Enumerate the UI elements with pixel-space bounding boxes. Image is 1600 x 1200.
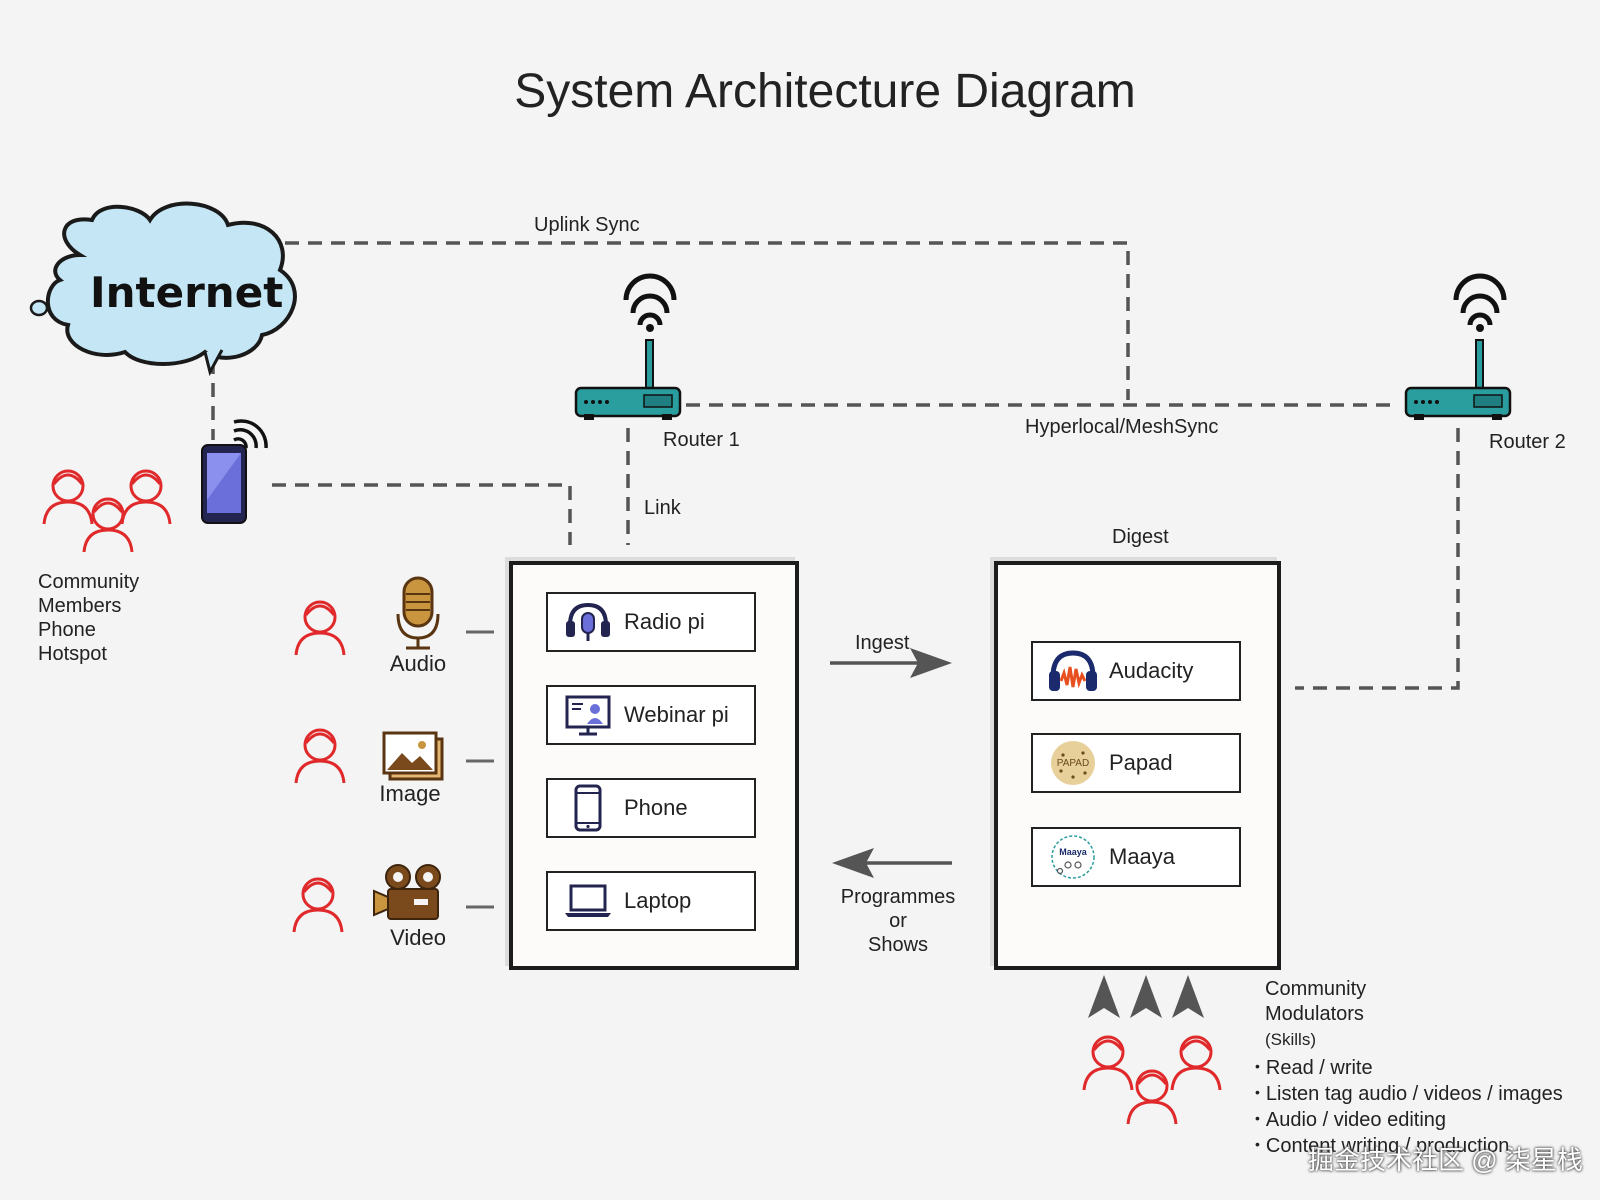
- programmes-label-line: Shows: [867, 934, 929, 956]
- media-connectors: [466, 630, 494, 909]
- programmes-arrow: [832, 848, 952, 878]
- digest-label: Digest: [1112, 526, 1169, 548]
- skills-label: (Skills): [1265, 1030, 1316, 1049]
- image-label: Image: [379, 781, 441, 806]
- device-radio-pi[interactable]: Radio pi: [546, 592, 756, 652]
- tools-panel: Audacity PAPAD Papad Maaya Maaya: [994, 561, 1281, 970]
- tool-audacity[interactable]: Audacity: [1031, 641, 1241, 701]
- video-label: Video: [390, 925, 446, 950]
- phone-icon: [560, 784, 616, 832]
- modulator-up-arrows: [1088, 975, 1204, 1018]
- hotspot-phone-icon: [201, 419, 268, 524]
- papad-logo-text: PAPAD: [1057, 758, 1089, 769]
- tool-maaya[interactable]: Maaya Maaya: [1031, 827, 1241, 887]
- webinar-screen-icon: [560, 694, 616, 736]
- maaya-logo-text: Maaya: [1059, 847, 1088, 857]
- tool-label: Audacity: [1109, 658, 1194, 683]
- hotspot-label: Community Members Phone Hotspot: [38, 570, 139, 666]
- programmes-label: Programmes or Shows: [840, 885, 956, 957]
- devices-panel: Radio pi Webinar pi Phone: [509, 561, 799, 970]
- router1-icon: [574, 273, 682, 420]
- device-label: Laptop: [624, 888, 692, 913]
- skill-item: Read / write: [1255, 1056, 1563, 1082]
- router1-label: Router 1: [663, 429, 740, 451]
- community-modulators-icon: [1082, 1035, 1222, 1126]
- skill-item: Content writing / production: [1255, 1134, 1563, 1160]
- image-contributor-icon: [294, 728, 346, 785]
- router2-icon: [1404, 273, 1512, 420]
- uplink-sync-label: Uplink Sync: [534, 214, 640, 236]
- internet-label: Internet: [90, 268, 284, 317]
- audacity-logo-icon: [1045, 649, 1101, 693]
- diagram-title: System Architecture Diagram: [514, 65, 1136, 118]
- audio-contributor-icon: [294, 600, 346, 657]
- video-camera-icon: [373, 864, 441, 920]
- microphone-icon: [396, 576, 440, 650]
- hotspot-label-line: Hotspot: [38, 643, 107, 665]
- programmes-label-line: or: [889, 910, 907, 932]
- connectors: [211, 241, 1460, 690]
- device-label: Radio pi: [624, 609, 705, 634]
- hotspot-label-line: Members: [38, 595, 122, 617]
- device-phone[interactable]: Phone: [546, 778, 756, 838]
- uplink-sync-line: [262, 241, 1130, 400]
- modulators-title: Community Modulators: [1265, 977, 1366, 1027]
- device-laptop[interactable]: Laptop: [546, 871, 756, 931]
- maaya-logo-icon: Maaya: [1045, 833, 1101, 881]
- audio-label: Audio: [389, 651, 447, 676]
- link-label: Link: [644, 497, 681, 519]
- modulators-title-line: Modulators: [1265, 1003, 1364, 1025]
- image-icon: [382, 731, 444, 781]
- hotspot-label-line: Community: [38, 571, 140, 593]
- papad-logo-icon: PAPAD: [1045, 739, 1101, 787]
- tool-label: Maaya: [1109, 844, 1176, 869]
- up-arrow: [1130, 975, 1162, 1018]
- skill-item: Audio / video editing: [1255, 1108, 1563, 1134]
- ingest-label: Ingest: [855, 632, 910, 654]
- up-arrow: [1088, 975, 1120, 1018]
- hotspot-label-line: Phone: [38, 619, 96, 641]
- modulators-title-line: Community: [1265, 978, 1367, 1000]
- device-label: Phone: [624, 795, 688, 820]
- community-members-icon: [42, 469, 172, 554]
- laptop-icon: [560, 883, 616, 919]
- router2-digest-line: [1295, 428, 1460, 690]
- router2-label: Router 2: [1489, 431, 1566, 453]
- skill-item: Listen tag audio / videos / images: [1255, 1082, 1563, 1108]
- video-contributor-icon: [292, 877, 344, 934]
- device-label: Webinar pi: [624, 702, 729, 727]
- up-arrow: [1172, 975, 1204, 1018]
- skills-list: Read / write Listen tag audio / videos /…: [1255, 1056, 1563, 1160]
- tool-label: Papad: [1109, 750, 1173, 775]
- programmes-label-line: Programmes: [840, 886, 956, 908]
- headset-mic-icon: [560, 601, 616, 643]
- watermark: 掘金技术社区 @ 柒星栈: [1308, 1145, 1583, 1175]
- tool-papad[interactable]: PAPAD Papad: [1031, 733, 1241, 793]
- internet-cloud-icon: [29, 201, 297, 377]
- hyperlocal-label: Hyperlocal/MeshSync: [1025, 416, 1219, 438]
- ingest-arrow: [830, 648, 952, 678]
- device-webinar-pi[interactable]: Webinar pi: [546, 685, 756, 745]
- hotspot-link-line: [272, 483, 572, 545]
